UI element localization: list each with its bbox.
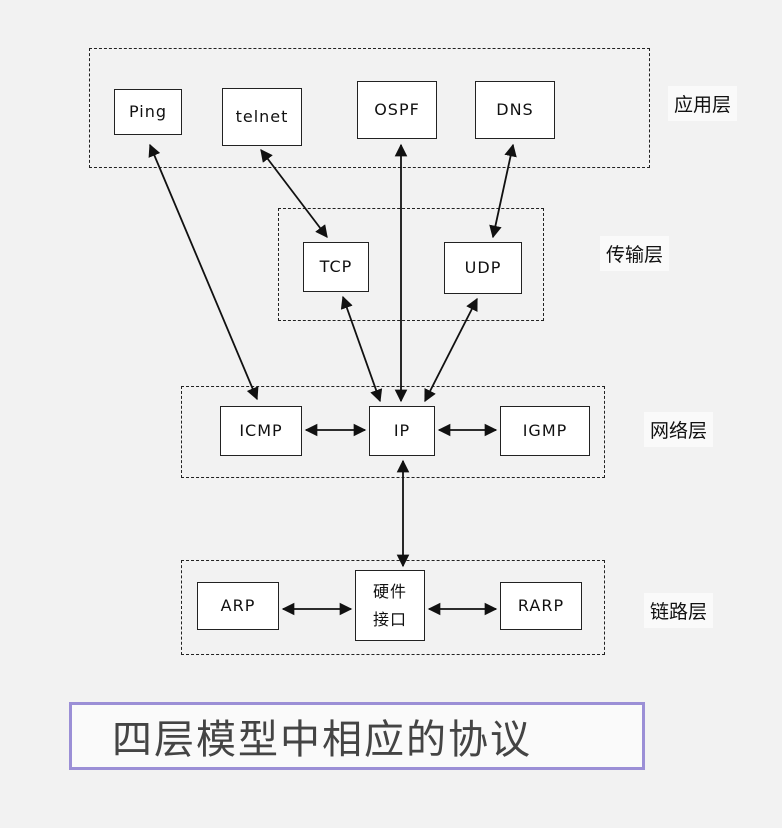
udp-box: UDP	[444, 242, 522, 294]
hardware-label-line1: 硬件	[372, 581, 407, 601]
rarp-box: RARP	[500, 582, 582, 630]
caption-title: 四层模型中相应的协议	[69, 702, 645, 770]
ping-box: Ping	[114, 89, 182, 135]
application-layer-box	[89, 48, 650, 168]
application-layer-label: 应用层	[668, 86, 738, 121]
dns-box: DNS	[475, 81, 555, 139]
ip-box: IP	[369, 406, 435, 456]
link-layer-box	[181, 560, 605, 655]
icmp-box: ICMP	[220, 406, 302, 456]
hardware-label-line2: 接口	[372, 609, 407, 629]
arrow-telnet-tcp	[260, 148, 328, 239]
network-layer-box	[181, 386, 605, 478]
arp-box: ARP	[197, 582, 279, 630]
arrow-dns-udp	[489, 143, 517, 239]
link-layer-label: 链路层	[644, 593, 714, 628]
arrow-udp-ip	[424, 297, 478, 403]
telnet-box: telnet	[222, 88, 302, 146]
arrow-tcp-ip	[340, 295, 383, 403]
hardware-interface-box: 硬件 接口	[355, 570, 425, 641]
ospf-box: OSPF	[357, 81, 437, 139]
igmp-box: IGMP	[500, 406, 590, 456]
tcp-box: TCP	[303, 242, 369, 292]
arrow-ping-icmp	[148, 143, 259, 401]
transport-layer-label: 传输层	[600, 236, 670, 271]
network-layer-label: 网络层	[644, 412, 714, 447]
transport-layer-box	[278, 208, 544, 321]
